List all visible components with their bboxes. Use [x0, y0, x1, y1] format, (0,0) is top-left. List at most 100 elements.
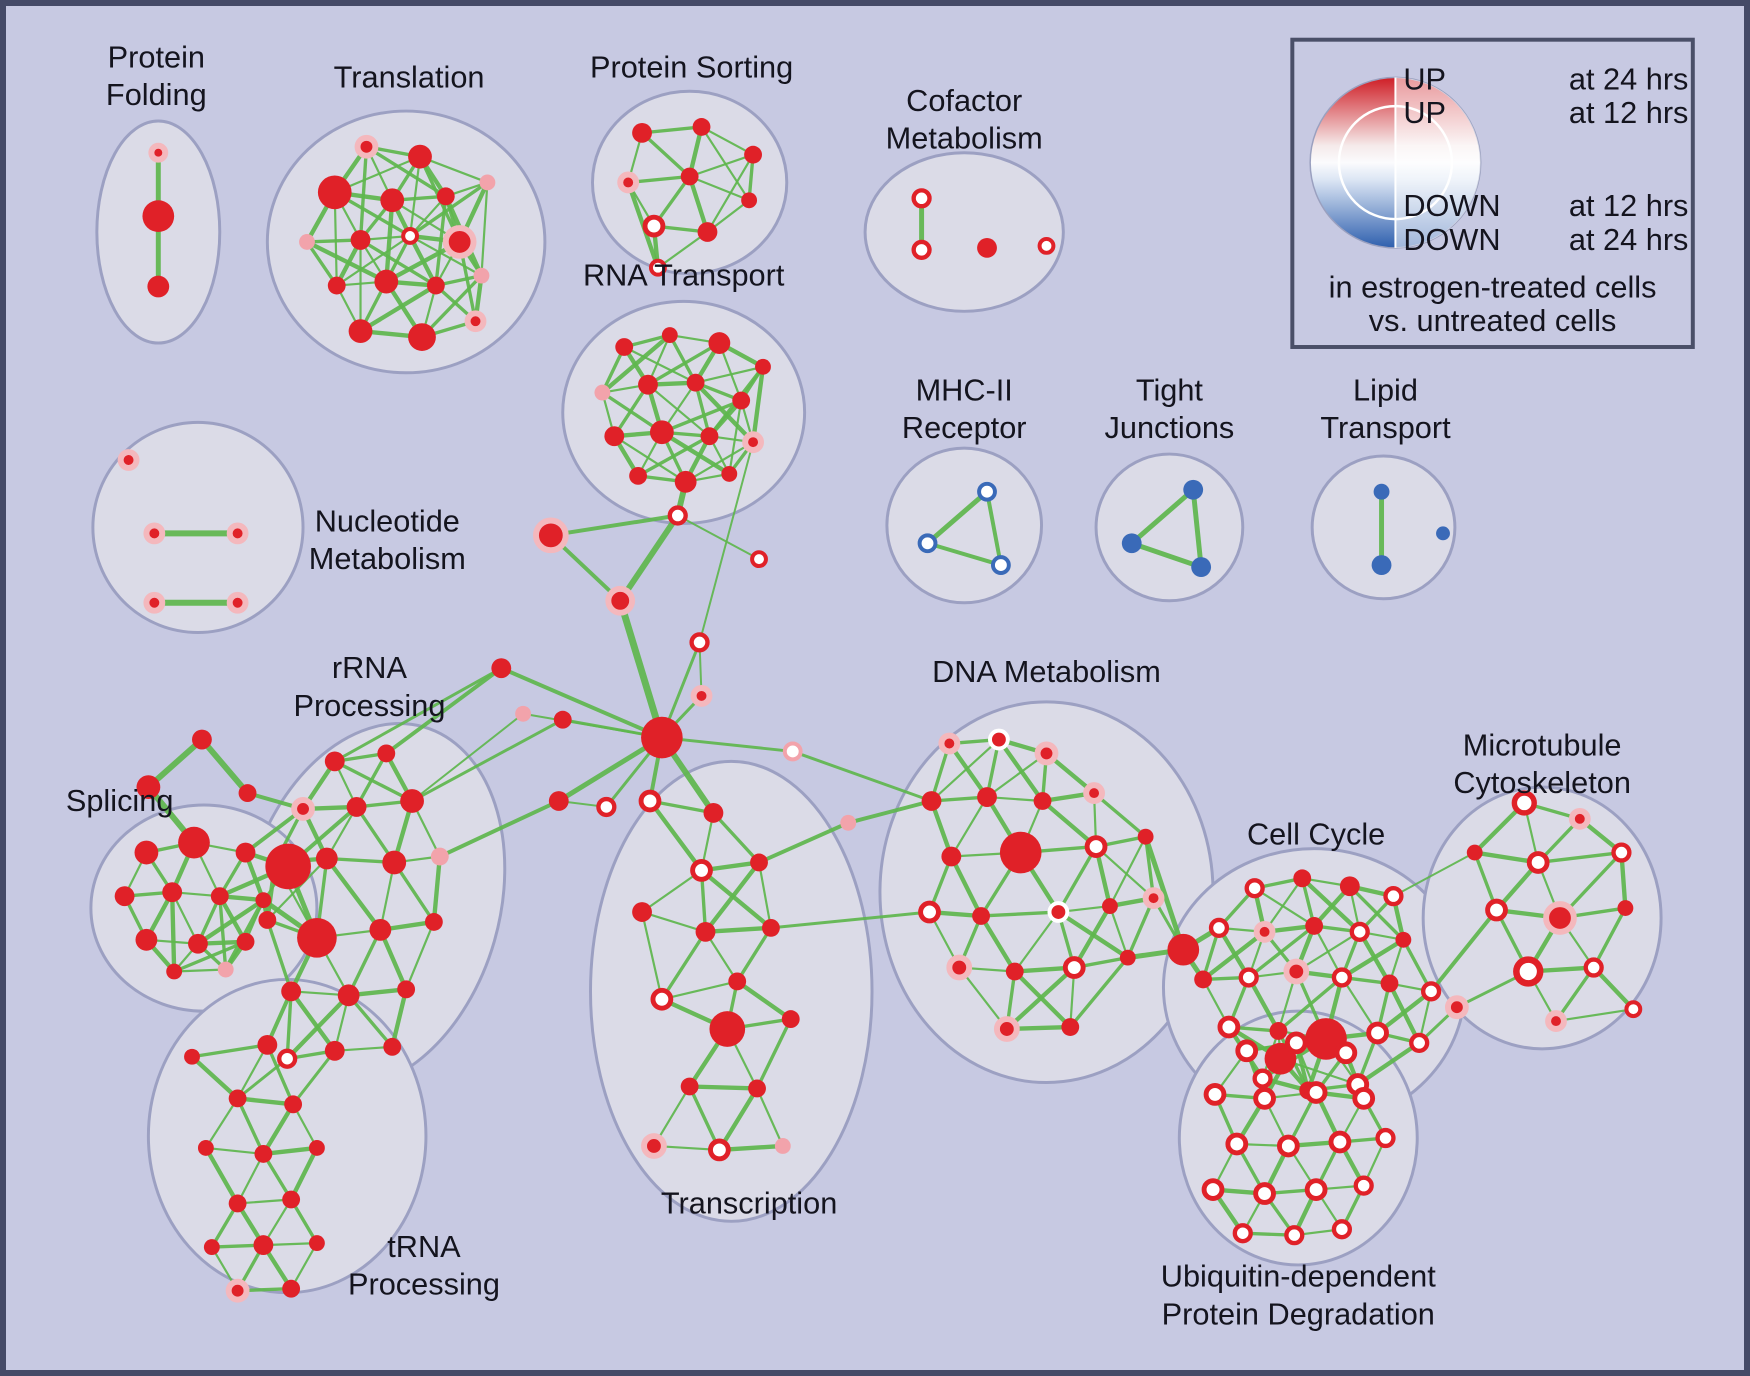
legend-direction-label: UP	[1403, 95, 1446, 130]
gene-node	[1102, 898, 1118, 915]
edge	[1355, 1040, 1422, 1087]
legend-caption: vs. untreated cells	[1369, 303, 1617, 338]
cluster-label-trna-processing: Processing	[348, 1267, 500, 1302]
edge	[261, 1102, 296, 1157]
edge	[757, 820, 851, 865]
edge	[418, 155, 489, 184]
edge	[437, 799, 561, 859]
gene-node	[690, 859, 713, 882]
edge	[548, 513, 680, 538]
edge	[218, 894, 228, 972]
gene-node	[605, 585, 636, 616]
gene-node	[695, 921, 716, 942]
gene-node	[911, 239, 932, 260]
edge	[616, 597, 666, 742]
edge	[204, 1097, 239, 1150]
edge	[1554, 965, 1596, 1023]
cluster-label-microtubule-cytoskeleton: Microtubule	[1463, 727, 1622, 762]
edge	[522, 712, 663, 739]
gene-node	[400, 789, 424, 813]
edge	[925, 489, 990, 546]
gene-node	[1466, 844, 1483, 861]
gene-node	[1611, 842, 1632, 863]
edge	[1591, 906, 1628, 970]
gene-node	[700, 427, 719, 446]
gene-node	[649, 420, 674, 445]
edge	[925, 541, 1003, 568]
gene-node	[308, 1140, 325, 1156]
edge	[687, 1084, 760, 1091]
edge	[1276, 975, 1344, 1033]
edge	[755, 1087, 784, 1148]
gene-node	[299, 233, 315, 250]
gene-node	[1328, 1130, 1352, 1154]
gene-node	[1238, 967, 1259, 988]
gene-node	[1366, 1021, 1389, 1045]
gene-node	[1380, 974, 1399, 993]
edge	[480, 181, 489, 277]
cluster-label-cofactor-metabolism: Cofactor	[906, 83, 1022, 118]
edge	[235, 1096, 296, 1107]
edge	[769, 910, 932, 930]
edge	[304, 239, 389, 284]
gene-node	[257, 1034, 278, 1055]
gene-node	[1349, 921, 1370, 942]
edge	[261, 1145, 320, 1157]
gene-node	[741, 192, 758, 209]
gene-node	[228, 1089, 247, 1108]
gene-node	[203, 1239, 220, 1256]
cluster-label-protein-folding: Protein	[108, 39, 205, 74]
legend-direction-label: DOWN	[1403, 188, 1500, 223]
gene-node	[308, 1235, 325, 1252]
gene-node	[1395, 931, 1412, 948]
gene-node	[977, 237, 997, 258]
gene-node	[184, 1048, 200, 1065]
gene-node	[1253, 1182, 1276, 1205]
edge	[390, 987, 409, 1050]
gene-node	[728, 972, 747, 991]
cluster-label-mhc-ii-receptor: MHC-II	[916, 373, 1013, 408]
edge	[1190, 487, 1204, 570]
edge	[930, 738, 1001, 803]
gene-node	[291, 797, 315, 821]
gene-node	[225, 1278, 250, 1303]
cluster-label-dna-metabolism: DNA Metabolism	[932, 654, 1161, 689]
cluster-region-cofactor-metabolism	[863, 151, 1065, 313]
cluster-label-ubiquitin-degradation: Ubiquitin-dependent	[1161, 1259, 1436, 1294]
gene-node	[1033, 792, 1052, 810]
gene-node	[553, 710, 572, 729]
edge	[985, 752, 1048, 799]
gene-node	[491, 658, 512, 679]
gene-node	[382, 850, 407, 875]
gene-node	[674, 470, 697, 493]
gene-node	[911, 188, 932, 209]
edge	[1253, 887, 1316, 927]
gene-node	[1284, 1031, 1308, 1055]
edge	[755, 1017, 793, 1091]
gene-node	[709, 1011, 746, 1047]
edge	[145, 736, 205, 791]
gene-node	[117, 449, 140, 471]
gene-node	[1526, 851, 1550, 874]
edge	[333, 759, 414, 803]
edge	[656, 230, 709, 269]
legend-time-label: at 24 hrs	[1569, 61, 1689, 96]
edge	[1536, 850, 1624, 865]
gene-node	[479, 174, 496, 191]
gene-node	[680, 1077, 699, 1096]
edge	[405, 920, 435, 991]
gene-node	[708, 332, 731, 354]
gene-node	[750, 853, 768, 872]
edge	[694, 365, 765, 384]
gene-node	[1383, 886, 1404, 907]
edge	[190, 1043, 270, 1059]
gene-node	[1339, 876, 1360, 897]
edge	[646, 383, 711, 438]
gene-node	[374, 269, 399, 294]
gene-node	[1409, 1032, 1430, 1053]
edge	[613, 435, 687, 483]
cluster-label-tight-junctions: Tight	[1136, 373, 1204, 408]
gene-node	[1191, 557, 1212, 577]
gene-node	[1543, 901, 1577, 935]
gene-node	[1352, 1087, 1376, 1110]
